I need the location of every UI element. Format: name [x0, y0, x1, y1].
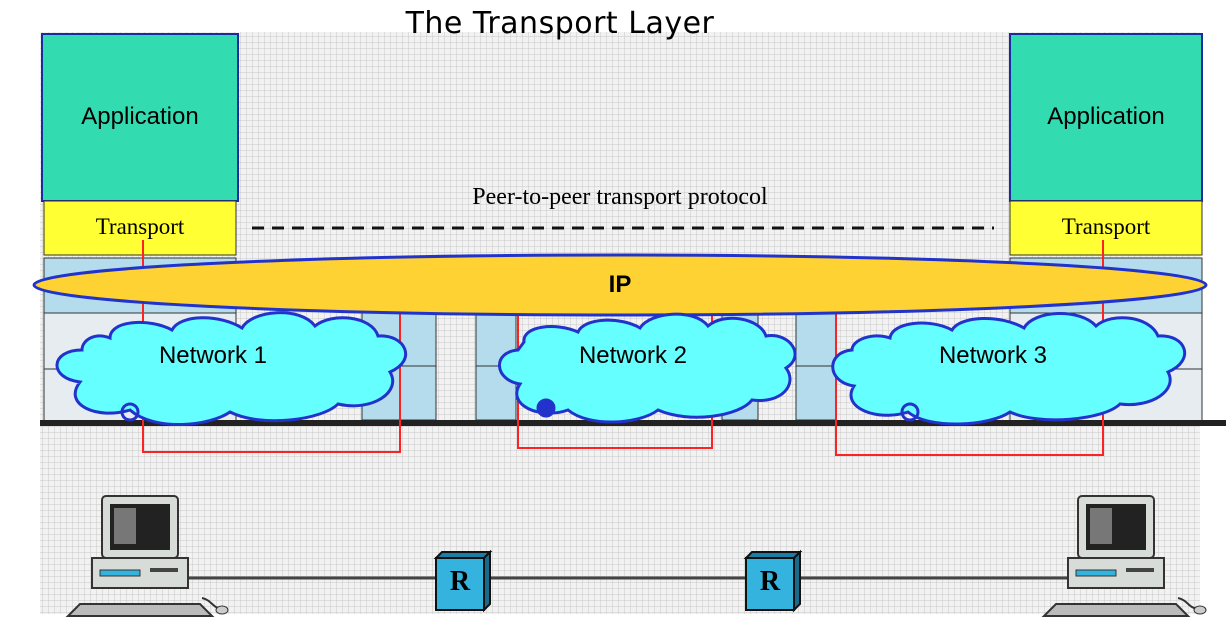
diagram-title: The Transport Layer: [405, 6, 715, 41]
right-application-box: [1009, 33, 1203, 202]
network-2-label: Network 2: [578, 342, 688, 369]
network-1-cloud: [55, 311, 408, 427]
right-computer-icon: [1041, 495, 1207, 617]
router-2-icon: [743, 549, 803, 613]
network-baseline: [40, 420, 1226, 426]
ip-ellipse: [32, 253, 1208, 317]
network-3-cloud: [831, 312, 1187, 426]
middle-connector-circle: [536, 398, 556, 418]
left-connector-circle: [120, 402, 140, 422]
ip-label: IP: [608, 271, 632, 298]
left-application-label: Application: [81, 103, 199, 130]
left-transport-box: [43, 200, 237, 256]
router-1-label: R: [449, 566, 471, 597]
right-application-label: Application: [1047, 103, 1165, 130]
router-1-icon: [433, 549, 493, 613]
network-3-label: Network 3: [938, 342, 1048, 369]
peer-to-peer-label: Peer-to-peer transport protocol: [472, 184, 768, 210]
right-transport-label: Transport: [1061, 214, 1151, 239]
network-1-label: Network 1: [158, 342, 268, 369]
router-2-label: R: [759, 566, 781, 597]
right-transport-box: [1009, 200, 1203, 256]
left-computer-icon: [65, 495, 229, 617]
left-transport-label: Transport: [95, 214, 185, 239]
right-connector-circle: [900, 402, 920, 422]
